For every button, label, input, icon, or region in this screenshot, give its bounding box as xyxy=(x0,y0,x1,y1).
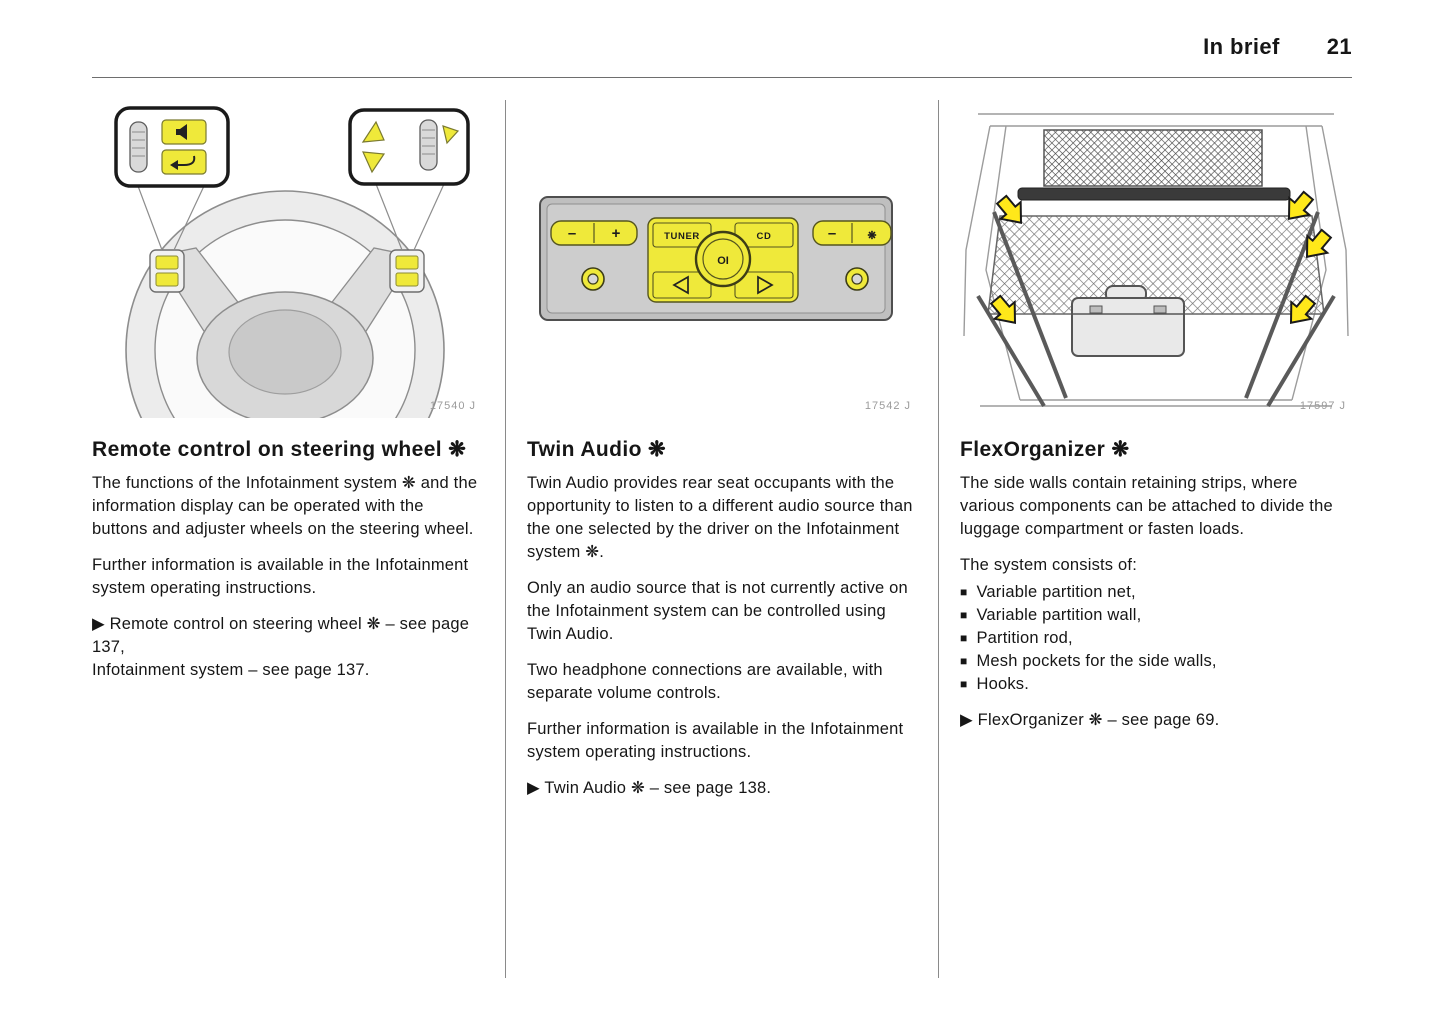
return-button xyxy=(161,149,207,175)
center-knob-ring xyxy=(702,238,744,280)
square-bullet-icon: ■ xyxy=(960,676,968,691)
header-rule xyxy=(92,77,1352,78)
down-arrow-button xyxy=(362,151,386,174)
twin-audio-illustration: – + TUNER CD OI xyxy=(539,196,893,321)
wheel-hub-pad xyxy=(228,309,342,395)
cross-reference-paragraph: ▶ FlexOrganizer ❋ – see page 69. xyxy=(960,710,1220,729)
seek-back-icon xyxy=(672,275,689,295)
suitcase xyxy=(1071,285,1185,357)
list-item: ■ Variable partition net, xyxy=(960,581,1352,604)
knob-label: OI xyxy=(717,255,729,267)
body-paragraph: The system consists of: xyxy=(960,556,1137,575)
source-control-cluster: TUNER CD OI xyxy=(647,217,799,303)
flexorganizer-component-list: ■ Variable partition net, ■ Variable par… xyxy=(960,581,1352,696)
square-bullet-icon: ■ xyxy=(960,585,968,600)
cross-reference-paragraph: ▶ Twin Audio ❋ – see page 138. xyxy=(527,778,772,797)
cover-roller-bar xyxy=(1017,187,1291,201)
page-number: 21 xyxy=(1326,34,1352,59)
return-arrow-icon xyxy=(176,155,196,166)
cross-reference-paragraph: ▶ Remote control on steering wheel ❋ – s… xyxy=(92,615,470,679)
list-item-label: Partition rod, xyxy=(976,628,1073,647)
speaker-icon xyxy=(176,124,187,140)
asterisk-button-label: ❋ xyxy=(867,230,876,242)
figure-flexorganizer: 17597 J xyxy=(960,100,1352,418)
adjuster-wheel-icon xyxy=(129,121,148,173)
figure-number: 17542 J xyxy=(864,400,911,412)
column-remote-control: 17540 J Remote control on steering wheel… xyxy=(92,100,482,695)
up-arrow-button xyxy=(361,120,385,143)
figure-steering-wheel: 17540 J xyxy=(92,100,482,418)
body-paragraph: The side walls contain retaining strips,… xyxy=(960,474,1333,539)
seek-forward-icon xyxy=(757,275,774,295)
column-twin-audio: – + TUNER CD OI xyxy=(527,100,917,813)
heading-remote-control: Remote control on steering wheel ❋ xyxy=(92,438,467,461)
section-title: In brief xyxy=(1203,34,1280,59)
plus-button-label: + xyxy=(612,225,621,242)
figure-number: 17540 J xyxy=(429,400,476,412)
body-paragraph: Twin Audio provides rear seat occupants … xyxy=(527,474,913,562)
column-divider xyxy=(505,100,506,978)
upper-cargo-net xyxy=(1043,129,1263,187)
retaining-strip-arrows xyxy=(989,190,1333,324)
body-paragraph: Two headphone connections are available,… xyxy=(527,660,883,702)
list-item: ■ Partition rod, xyxy=(960,627,1352,650)
figure-number: 17597 J xyxy=(1299,400,1346,412)
body-paragraph: Further information is available in the … xyxy=(527,719,904,761)
volume-rocker-left: – + xyxy=(550,220,638,246)
yellow-arrow-icon xyxy=(1287,190,1315,220)
body-paragraph: Only an audio source that is not current… xyxy=(527,579,908,643)
headphone-jack-right xyxy=(845,267,869,291)
side-arrow-button xyxy=(442,125,460,145)
list-item-label: Hooks. xyxy=(976,674,1030,693)
figure-twin-audio: – + TUNER CD OI xyxy=(527,100,917,418)
page-header: In brief 21 xyxy=(1203,34,1352,60)
square-bullet-icon: ■ xyxy=(960,608,968,623)
center-knob xyxy=(694,230,752,288)
cd-button-label: CD xyxy=(757,231,772,242)
right-wheel-button-cluster xyxy=(389,249,425,293)
column-flexorganizer: 17597 J FlexOrganizer ❋ The side walls c… xyxy=(960,100,1352,745)
tuner-button-label: TUNER xyxy=(664,231,700,242)
adjuster-wheel-icon xyxy=(419,119,438,171)
luggage-compartment-outline xyxy=(963,113,1349,407)
retaining-rails xyxy=(976,211,1336,408)
flexorganizer-illustration xyxy=(963,113,1349,408)
minus-button-label: – xyxy=(828,225,836,242)
yellow-arrow-icon xyxy=(1289,294,1317,324)
power-rocker-right: – ❋ xyxy=(812,220,892,246)
list-item: ■ Variable partition wall, xyxy=(960,604,1352,627)
list-item-label: Variable partition net, xyxy=(976,583,1136,602)
left-callout-box xyxy=(114,106,230,251)
square-bullet-icon: ■ xyxy=(960,630,968,645)
list-item: ■ Mesh pockets for the side walls, xyxy=(960,650,1352,673)
body-paragraph: Further information is available in the … xyxy=(92,556,469,598)
body-paragraph: The functions of the Infotainment system… xyxy=(92,474,478,539)
left-wheel-button-cluster xyxy=(149,249,185,293)
heading-flexorganizer: FlexOrganizer ❋ xyxy=(960,438,1130,461)
heading-twin-audio: Twin Audio ❋ xyxy=(527,438,667,461)
square-bullet-icon: ■ xyxy=(960,653,968,668)
yellow-arrow-icon xyxy=(995,194,1023,224)
minus-button-label: – xyxy=(568,225,576,242)
yellow-arrow-icon xyxy=(989,294,1017,324)
headphone-jack-left xyxy=(581,267,605,291)
steering-wheel-illustration xyxy=(114,106,470,418)
yellow-arrow-icon xyxy=(1305,228,1333,258)
column-divider xyxy=(938,100,939,978)
list-item-label: Mesh pockets for the side walls, xyxy=(976,651,1217,670)
list-item: ■ Hooks. xyxy=(960,673,1352,696)
return-arrow-head xyxy=(170,160,178,170)
list-item-label: Variable partition wall, xyxy=(976,606,1142,625)
right-callout-box xyxy=(348,108,470,251)
